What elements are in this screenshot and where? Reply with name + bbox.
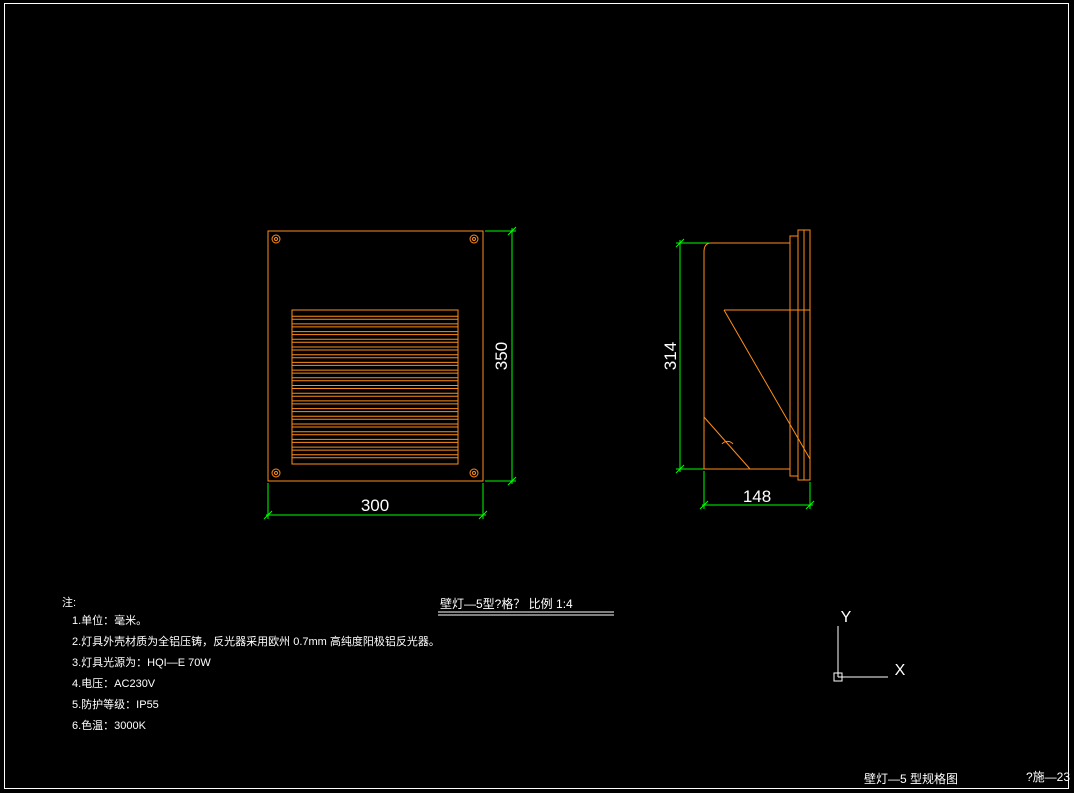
ucs-y-label: Y (841, 609, 852, 626)
height-dimension (485, 226, 517, 486)
front-housing-outline (267, 230, 484, 482)
drawing-border (4, 3, 1069, 789)
mounting-flange (789, 235, 799, 477)
sheet-name: 壁灯—5 型规格图 (864, 771, 958, 786)
note-item: 5.防护等级：IP55 (72, 697, 159, 711)
side-height-dimension-text: 314 (661, 342, 680, 370)
side-housing-outline (703, 242, 791, 470)
width-dimension-text: 300 (361, 496, 389, 515)
ucs-x-label: X (895, 662, 906, 679)
corner-screw-icon (271, 468, 281, 478)
note-item: 3.灯具光源为：HQI—E 70W (72, 655, 211, 669)
side-height-dimension (675, 238, 710, 474)
note-item: 6.色温：3000K (72, 718, 147, 732)
reflector-outline (703, 309, 811, 470)
drawing-title: 壁灯—5型?格？ 比例 1:4 (440, 596, 573, 611)
note-item: 2.灯具外壳材质为全铝压铸，反光器采用欧州 0.7mm 高纯度阳极铝反光器。 (72, 634, 440, 648)
depth-dimension-text: 148 (743, 487, 771, 506)
width-dimension (263, 483, 488, 520)
note-item: 1.单位：毫米。 (72, 613, 147, 627)
sheet-number: ?施—23 (1026, 770, 1070, 784)
front-view (267, 230, 484, 482)
louver-grille (291, 309, 459, 465)
height-dimension-text: 350 (492, 342, 511, 370)
ucs-axis-icon (833, 626, 888, 682)
corner-screw-icon (469, 234, 479, 244)
corner-screw-icon (469, 468, 479, 478)
note-item: 4.电压：AC230V (72, 677, 156, 690)
side-view (703, 229, 811, 481)
corner-screw-icon (271, 234, 281, 244)
depth-dimension (699, 471, 815, 510)
notes-heading: 注: (62, 595, 76, 609)
